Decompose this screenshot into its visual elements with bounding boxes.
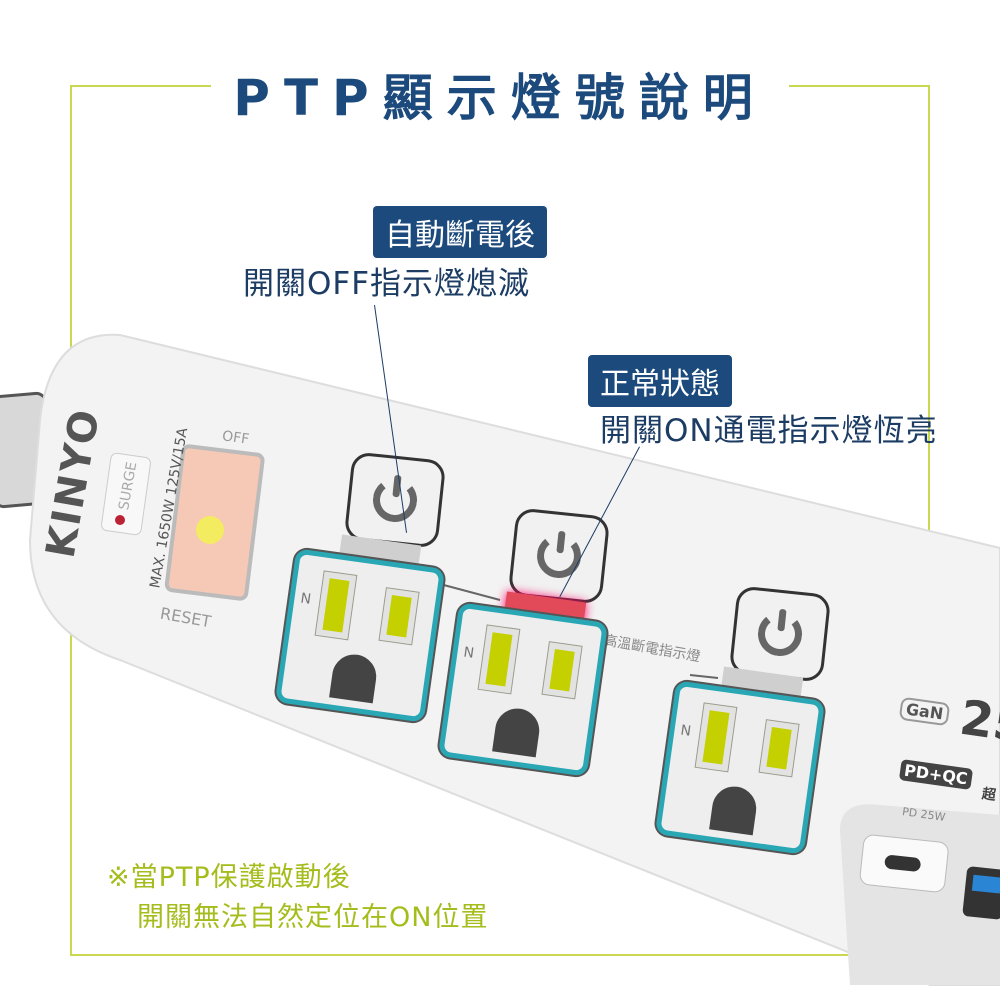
power-icon — [534, 531, 584, 581]
neutral-label: N — [299, 590, 313, 608]
frame-bottom — [70, 954, 930, 956]
callout-auto-off-tag: 自動斷電後 — [373, 206, 547, 258]
callout-auto-off-text: 開關OFF指示燈熄滅 — [243, 266, 531, 302]
ground-hole — [709, 783, 760, 836]
hot-slot — [379, 588, 419, 645]
frame-top-right — [785, 85, 930, 87]
hot-slot — [759, 720, 799, 777]
ground-hole — [329, 651, 380, 704]
neutral-slot — [315, 571, 357, 640]
power-icon — [370, 475, 420, 525]
page-title: PTP顯示燈號說明 — [0, 58, 1000, 130]
callout-normal-tag: 正常狀態 — [588, 355, 732, 407]
title-text: PTP顯示燈號說明 — [211, 69, 789, 127]
neutral-slot — [478, 625, 520, 694]
frame-top-left — [70, 85, 220, 87]
note-line-2: 開關無法自然定位在ON位置 — [137, 902, 489, 933]
neutral-label: N — [679, 722, 693, 740]
outlet-2: N — [437, 602, 609, 777]
outlet-3-power-button[interactable] — [728, 585, 832, 683]
power-icon — [755, 609, 805, 659]
hot-slot — [542, 642, 582, 699]
outlet-3: N — [654, 680, 826, 855]
outlet-1: N — [274, 548, 446, 723]
neutral-label: N — [462, 644, 476, 662]
frame-right — [928, 85, 930, 955]
callout-normal-text: 開關ON通電指示燈恆亮 — [600, 413, 938, 449]
fast-charge-label: 超 — [980, 786, 997, 804]
wattage-label: 25 — [956, 689, 1000, 755]
neutral-slot — [695, 703, 737, 772]
outlet-1-power-button[interactable] — [343, 451, 447, 549]
ground-hole — [492, 705, 543, 758]
outlet-2-power-button[interactable] — [507, 507, 611, 605]
note-line-1: ※當PTP保護啟動後 — [107, 862, 351, 893]
